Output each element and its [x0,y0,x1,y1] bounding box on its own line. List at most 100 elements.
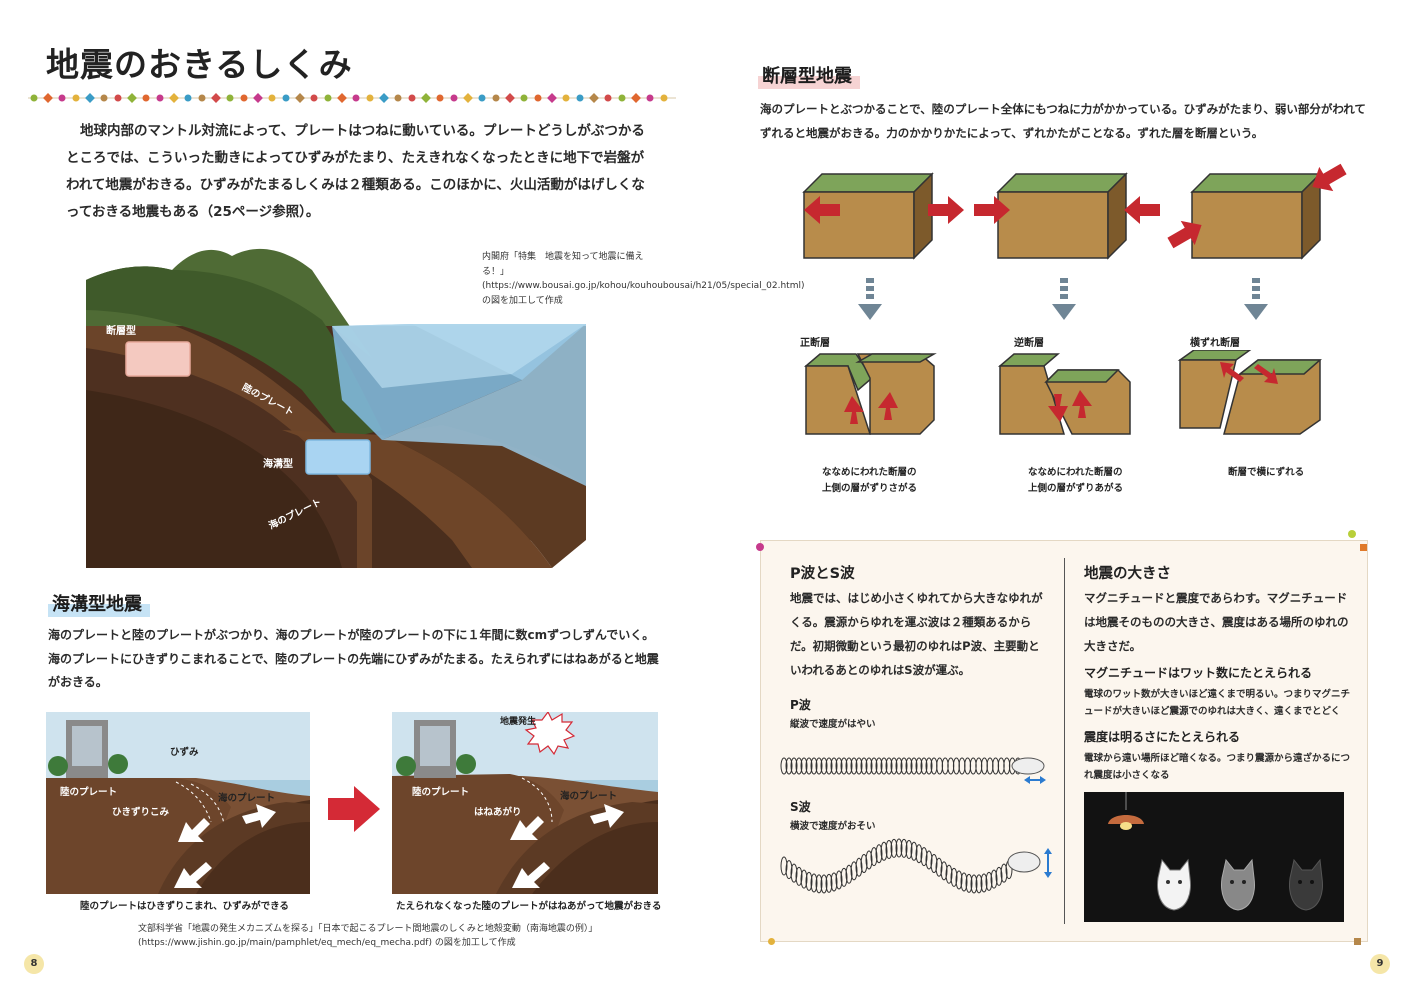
decor-dot [379,93,389,103]
down-arrow-icon-1 [858,278,882,320]
decor-dot [352,94,360,102]
fig1-land-plate: 陸のプレート [60,787,118,798]
spring-coil [958,757,966,775]
fault-caption-reverse-2: 上側の層がずりあがる [1028,483,1124,494]
decor-dot [337,93,347,103]
spring-coil [925,850,933,870]
fig2-ocean-plate: 海のプレート [560,791,618,802]
decor-dot [576,94,584,102]
spring-coil [900,757,908,775]
spring-coil [970,874,978,894]
spring-coil [930,854,938,874]
spring-coil [885,757,893,775]
credit-mext-1: 文部科学省「地震の発生メカニズムを探る」「日本で起こるプレート間地震のしくみと地… [138,924,598,934]
decor-dot [295,93,305,103]
spring-coil [1000,863,1008,883]
spring-coil [1003,757,1011,775]
spring-coil [855,857,863,877]
decor-dot [604,94,612,102]
decor-dot [43,93,53,103]
spring-coil [805,871,813,891]
spring-coil [995,866,1003,886]
spring-coil [830,872,838,892]
credit-mext-2: (https://www.jishin.go.jp/main/pamphlet/… [138,938,516,948]
spring-coil [810,873,818,893]
panel-divider [1064,558,1065,924]
spring-coil [935,857,943,877]
spring-coil [790,863,798,883]
trench-figure-before [46,712,310,894]
corner-dot [1360,544,1367,551]
spring-coil [875,757,883,775]
spring-coil [850,861,858,881]
decor-dot [505,93,515,103]
spring-coil [840,867,848,887]
spring-coil [885,839,893,859]
spring-coil [870,757,878,775]
spring-coil [840,757,848,775]
fig1-strain: ひずみ [170,747,199,758]
spring-coil [845,757,853,775]
decor-dot [394,94,402,102]
decor-dot [492,94,500,102]
spring-coil [890,838,898,858]
spring-coil [865,757,873,775]
spring-coil [910,841,918,861]
corner-dot [756,543,764,551]
decor-dot [198,94,206,102]
fault-caption-normal-2: 上側の層がずりさがる [822,483,918,494]
spring-coil [975,874,983,894]
spring-coil [941,757,949,775]
fig1-caption: 陸のプレートはひきずりこまれ、ひずみができる [80,901,289,912]
spring-coil [990,869,998,889]
decor-dot [142,94,150,102]
fig2-land-plate: 陸のプレート [412,787,470,798]
decor-dot [324,94,332,102]
section-title-trench: 海溝型地震 [48,590,150,617]
decor-dot [58,94,66,102]
spring-coil [945,864,953,884]
decor-dot [310,94,318,102]
spring-coil [905,839,913,859]
p-wave-desc: 縦波で速度がはやい [790,719,876,730]
spring-coil [795,757,803,775]
spring-coil [805,757,813,775]
spring-coil [947,757,955,775]
page-number-right: 9 [1370,954,1390,974]
section-title-fault-text: 断層型地震 [758,64,860,89]
spring-coil [825,757,833,775]
spring-coil [820,757,828,775]
decor-dot [646,94,654,102]
spring-coil [875,844,883,864]
decor-dot [547,93,557,103]
decor-dot [240,94,248,102]
spring-coil [845,864,853,884]
decor-dot [366,94,374,102]
spring-coil [965,873,973,893]
corner-dot [1354,938,1361,945]
spring-coil [915,757,923,775]
magnitude-text: 電球のワット数が大きいほど遠くまで明るい。つまりマグニチュードが大きいほど震源で… [1084,689,1351,717]
decor-dot [450,94,458,102]
spring-coil [960,872,968,892]
spring-coil [780,757,788,775]
decor-dot [30,94,38,102]
fig2-burst: 地震発生 [500,717,537,727]
decor-dot [421,93,431,103]
p-wave-spring-illustration [780,757,1046,784]
decor-dot [184,94,192,102]
fault-force-blocks [803,160,1350,259]
waves-title: P波とS波 [790,566,855,582]
spring-coil [955,870,963,890]
p-wave-title: P波 [790,698,811,712]
spring-coil [850,757,858,775]
spring-coil [920,757,928,775]
cat-dark-icon [1289,858,1323,911]
decor-dot [268,94,276,102]
page-title-text: 地震のおきるしくみ [46,45,353,84]
spring-coil [940,861,948,881]
decor-dot [85,93,95,103]
page-title: 地震のおきるしくみ [46,38,353,86]
fault-caption-reverse-1: ななめにわれた断層の [1028,467,1123,478]
decor-dot [100,94,108,102]
